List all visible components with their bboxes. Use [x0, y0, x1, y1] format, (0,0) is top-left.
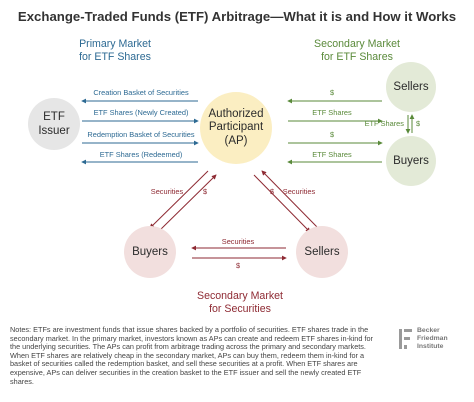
sellers-to-ap-arrow	[261, 170, 319, 229]
etf-shares-side-label: ETF Shares	[364, 119, 404, 128]
dollar-side-label: $	[416, 119, 421, 128]
buyers-etf-label: Buyers	[393, 155, 429, 167]
buyers-to-ap-arrow	[157, 174, 217, 233]
ap-line1: Authorized	[208, 107, 264, 120]
etf-issuer-line2: Issuer	[38, 125, 70, 137]
ap-line3: (AP)	[224, 134, 248, 147]
bfi-logo: Becker Friedman Institute	[398, 327, 468, 351]
secondary-market-securities-line1: Secondary Market	[197, 290, 283, 302]
creation-basket-label: Creation Basket of Securities	[93, 88, 189, 97]
securities-bottom-label: Securities	[221, 237, 255, 246]
ap-to-buyers-arrow	[149, 170, 209, 229]
etf-shares-bottom-label: ETF Shares	[312, 150, 352, 159]
primary-market-line2: for ETF Shares	[79, 51, 151, 63]
buyers-etf-node: Buyers	[386, 136, 436, 186]
securities-left-label: Securities	[150, 187, 184, 196]
dollar-left-label: $	[202, 187, 208, 196]
sellers-securities-node: Sellers	[296, 226, 348, 278]
ap-line2: Participant	[208, 121, 264, 134]
logo-line2: Friedman	[417, 334, 448, 342]
etf-redeemed-label: ETF Shares (Redeemed)	[99, 150, 183, 159]
logo-line1: Becker	[417, 327, 440, 334]
diagram-title: Exchange-Traded Funds (ETF) Arbitrage—Wh…	[17, 9, 457, 24]
secondary-market-etf-header: Secondary Market for ETF Shares	[282, 38, 432, 64]
logo-line3: Institute	[417, 342, 444, 350]
etf-shares-top-label: ETF Shares	[312, 108, 352, 117]
etf-new-label: ETF Shares (Newly Created)	[93, 108, 189, 117]
secondary-market-etf-line2: for ETF Shares	[321, 51, 393, 63]
secondary-market-securities-line2: for Securities	[209, 303, 271, 315]
notes-text: Notes: ETFs are investment funds that is…	[10, 325, 373, 386]
sellers-etf-label: Sellers	[393, 81, 429, 93]
dollar-top-label: $	[329, 88, 335, 97]
dollar-right-label: $	[269, 187, 275, 196]
dollar-bottom-label: $	[235, 261, 241, 270]
secondary-market-etf-line1: Secondary Market	[314, 38, 400, 50]
primary-market-line1: Primary Market	[79, 38, 151, 50]
securities-right-label: Securities	[282, 187, 316, 196]
secondary-market-securities-header: Secondary Market for Securities	[155, 290, 325, 316]
sellers-securities-label: Sellers	[304, 246, 340, 258]
dollar-mid-label: $	[329, 130, 335, 139]
bfi-logo-mark-icon	[399, 329, 412, 349]
ap-to-sellers-arrow	[253, 174, 311, 233]
sellers-etf-node: Sellers	[386, 62, 436, 112]
redemption-basket-label: Redemption Basket of Securities	[87, 130, 195, 139]
etf-issuer-node: ETF Issuer	[28, 98, 80, 150]
primary-market-header: Primary Market for ETF Shares	[40, 38, 190, 64]
etf-issuer-line1: ETF	[43, 111, 65, 123]
buyers-securities-label: Buyers	[132, 246, 168, 258]
buyers-securities-node: Buyers	[124, 226, 176, 278]
